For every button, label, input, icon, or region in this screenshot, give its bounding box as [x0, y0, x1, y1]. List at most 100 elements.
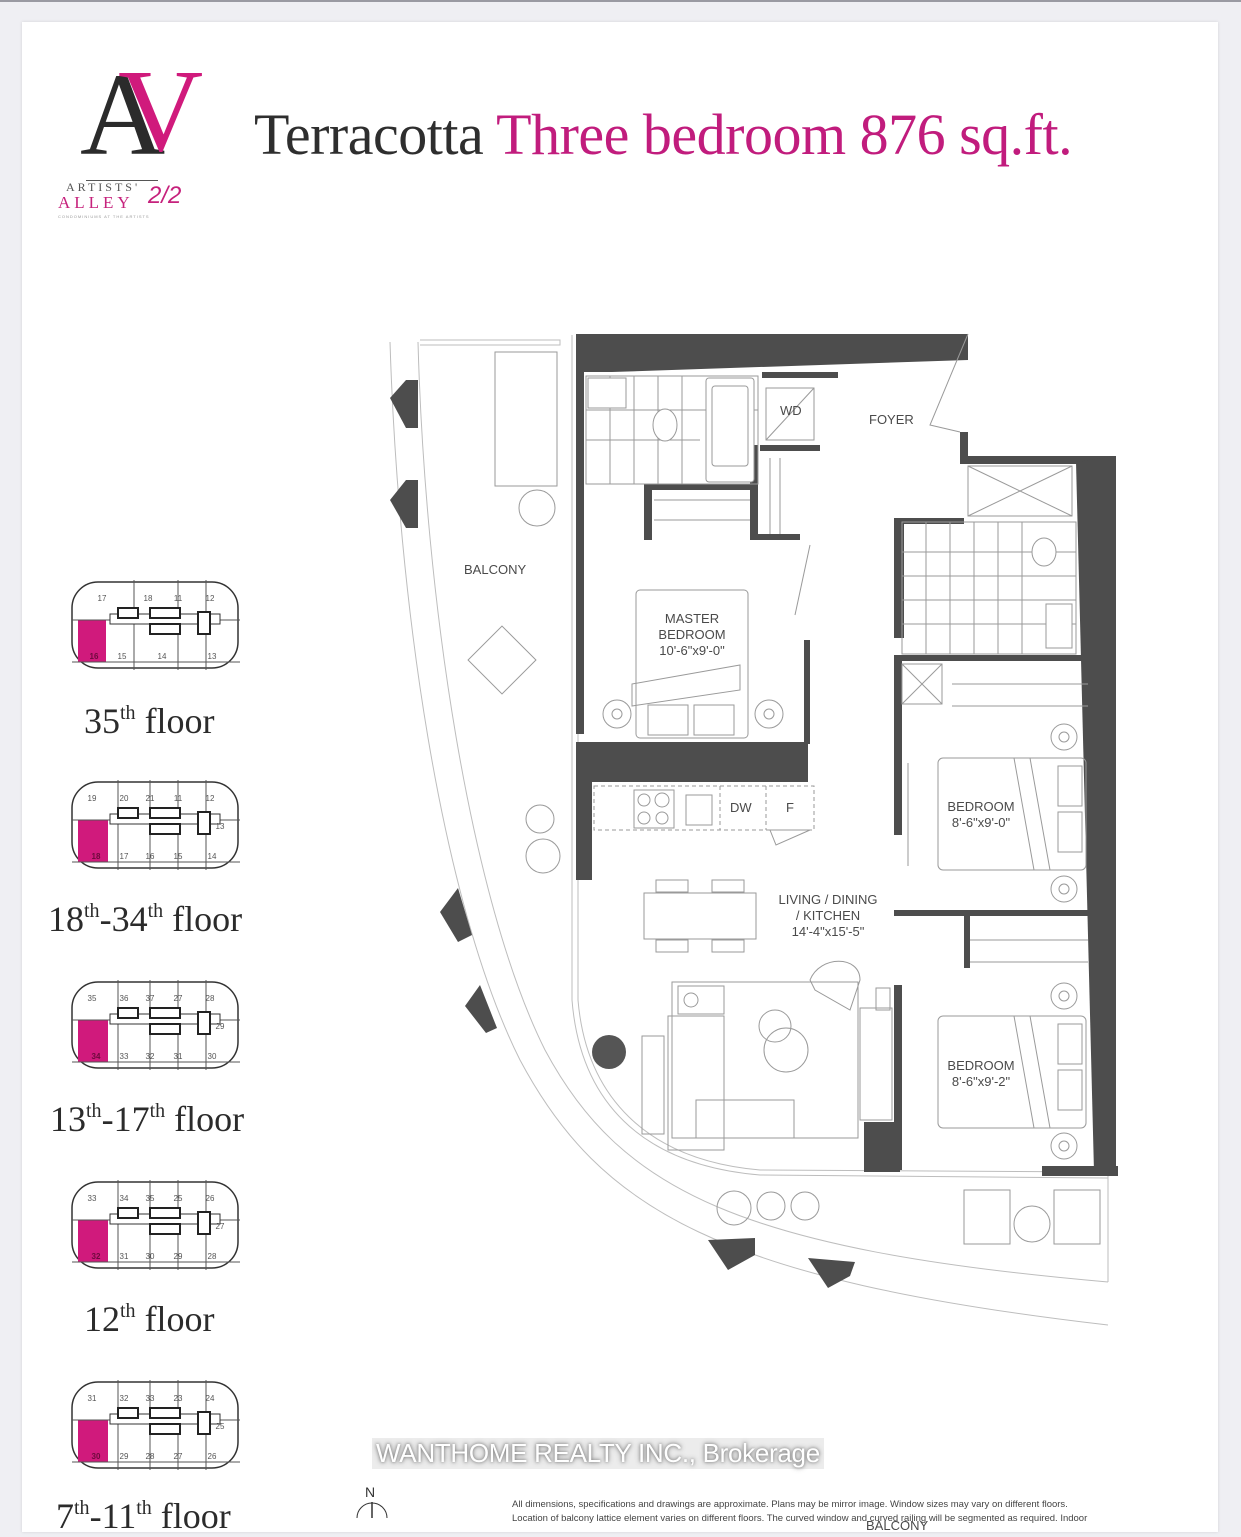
keyplan-unit: 26: [207, 1452, 217, 1461]
foyer-label: FOYER: [869, 412, 914, 427]
keyplan-unit: 26: [205, 1194, 215, 1203]
keyplan-unit: 19: [87, 794, 97, 803]
logo-tagline: CONDOMINIUMS AT THE ARTISTS: [58, 214, 150, 219]
keyplan-unit: 12: [205, 794, 215, 803]
keyplan-unit: 23: [173, 1394, 183, 1403]
keyplan-unit: 15: [173, 852, 183, 861]
logo-line-alley: ALLEY: [58, 193, 134, 212]
keyplan-unit: 20: [119, 794, 129, 803]
keyplan-unit: 31: [173, 1052, 183, 1061]
keyplan-unit: 37: [145, 994, 155, 1003]
master-bedroom-label: MASTER BEDROOM 10'-6"x9'-0": [650, 611, 734, 659]
living-dining-kitchen-label: LIVING / DINING / KITCHEN 14'-4"x15'-5": [768, 892, 888, 940]
living-name-1: LIVING / DINING: [778, 892, 878, 907]
keyplan-unit: 30: [207, 1052, 217, 1061]
living-dims: 14'-4"x15'-5": [791, 924, 865, 939]
floorplan-drawing: BALCONY BALCONY FOYER WD DW F MASTER BED…: [380, 325, 1140, 1533]
dishwasher-label: DW: [730, 800, 752, 815]
logo-line-artists: ARTISTS': [66, 180, 141, 194]
keyplan-unit: 11: [173, 794, 183, 803]
keyplan-unit: 32: [119, 1394, 129, 1403]
keyplan-unit: 17: [97, 594, 107, 603]
keyplan-unit: 29: [215, 1022, 225, 1031]
floorplan-svg: [389, 333, 1118, 1326]
keyplan-unit: 15: [117, 652, 127, 661]
disclaimer: All dimensions, specifications and drawi…: [512, 1498, 1087, 1526]
keyplan-floor-2: 35 36 37 27 28 34 33 32 31 30 29: [70, 980, 242, 1070]
keyplan-outline: [71, 580, 240, 670]
keyplan-outline: [71, 1180, 240, 1270]
keyplan-unit: 35: [87, 994, 97, 1003]
keyplan-unit-highlighted: 18: [91, 852, 101, 861]
keyplan-unit: 28: [205, 994, 215, 1003]
keyplan-unit: 18: [143, 594, 153, 603]
keyplan-floor-label: 35th floor: [84, 701, 215, 741]
keyplan-unit: 27: [215, 1222, 225, 1231]
compass-icon: [356, 1502, 388, 1519]
master-bedroom-name-1: MASTER: [664, 611, 720, 626]
fridge-label: F: [786, 800, 794, 815]
keyplan-unit: 33: [87, 1194, 97, 1203]
north-compass: N: [355, 1484, 389, 1519]
keyplan-unit: 29: [173, 1252, 183, 1261]
window-top-border: [0, 0, 1241, 2]
keyplan-unit: 33: [119, 1052, 129, 1061]
keyplan-unit: 25: [215, 1422, 225, 1431]
bedroom-2-label: BEDROOM 8'-6"x9'-0": [940, 799, 1022, 831]
logo-monogram-v: V: [118, 45, 204, 176]
keyplan-unit-highlighted: 32: [91, 1252, 101, 1261]
compass-north-label: N: [365, 1484, 376, 1500]
keyplan-unit: 29: [119, 1452, 129, 1461]
keyplan-floor-label: 12th floor: [84, 1299, 215, 1339]
keyplan-floor-label: 18th-34th floor: [48, 899, 243, 939]
keyplan-unit: 32: [145, 1052, 155, 1061]
keyplan-unit: 35: [145, 1194, 155, 1203]
keyplan-unit: 27: [173, 1452, 183, 1461]
keyplan-unit: 11: [173, 594, 183, 603]
keyplan-outline: [71, 980, 240, 1070]
washer-dryer-label: WD: [780, 403, 802, 418]
model-name: Terracotta: [254, 102, 484, 167]
keyplan-unit: 36: [119, 994, 129, 1003]
disclaimer-line-1: All dimensions, specifications and drawi…: [512, 1499, 1068, 1510]
master-bedroom-name-2: BEDROOM: [658, 627, 726, 642]
keyplan-unit: 27: [173, 994, 183, 1003]
keyplan-floor-1: 19 20 21 11 12 18 17 16 15 14 13: [70, 780, 242, 870]
keyplan-unit: 31: [119, 1252, 129, 1261]
keyplan-unit-highlighted: 16: [89, 652, 99, 661]
keyplan-unit: 28: [145, 1452, 155, 1461]
keyplan-unit: 24: [205, 1394, 215, 1403]
keyplan-unit: 30: [145, 1252, 155, 1261]
keyplan-unit: 33: [145, 1394, 155, 1403]
keyplan-unit: 13: [215, 822, 225, 831]
bedroom-3-name: BEDROOM: [947, 1058, 1015, 1073]
keyplan-unit-highlighted: 34: [91, 1052, 101, 1061]
model-description: Three bedroom 876 sq.ft.: [496, 102, 1073, 167]
bedroom-3-label: BEDROOM 8'-6"x9'-2": [940, 1058, 1022, 1090]
keyplan-unit: 13: [207, 652, 217, 661]
brokerage-watermark: WANTHOME REALTY INC., Brokerage: [372, 1438, 824, 1469]
disclaimer-line-2: Location of balcony lattice element vari…: [512, 1513, 1088, 1524]
logo-monogram-a: A: [80, 49, 166, 180]
keyplan-unit: 21: [145, 794, 155, 803]
keyplan-floor-label: 7th-11th floor: [56, 1496, 231, 1536]
keyplan-outline: [71, 780, 240, 870]
page-title: Terracotta Three bedroom 876 sq.ft.: [254, 100, 1073, 170]
keyplan-unit: 28: [207, 1252, 217, 1261]
keyplan-floor-label: 13th-17th floor: [50, 1099, 245, 1139]
keyplan-unit: 16: [145, 852, 155, 861]
master-bedroom-dims: 10'-6"x9'-0": [659, 643, 725, 658]
keyplan-unit: 25: [173, 1194, 183, 1203]
keyplan-unit: 14: [207, 852, 217, 861]
artists-alley-logo: A V ARTISTS' ALLEY 2/2 CONDOMINIUMS AT T…: [52, 45, 204, 222]
keyplan-unit: 14: [157, 652, 167, 661]
keyplan-unit: 12: [205, 594, 215, 603]
logo-fraction: 2/2: [148, 182, 182, 209]
balcony-west-label: BALCONY: [464, 562, 527, 577]
logo-divider: [86, 180, 158, 181]
bedroom-2-name: BEDROOM: [947, 799, 1015, 814]
bedroom-3-dims: 8'-6"x9'-2": [951, 1074, 1011, 1089]
keyplan-unit: 17: [119, 852, 129, 861]
